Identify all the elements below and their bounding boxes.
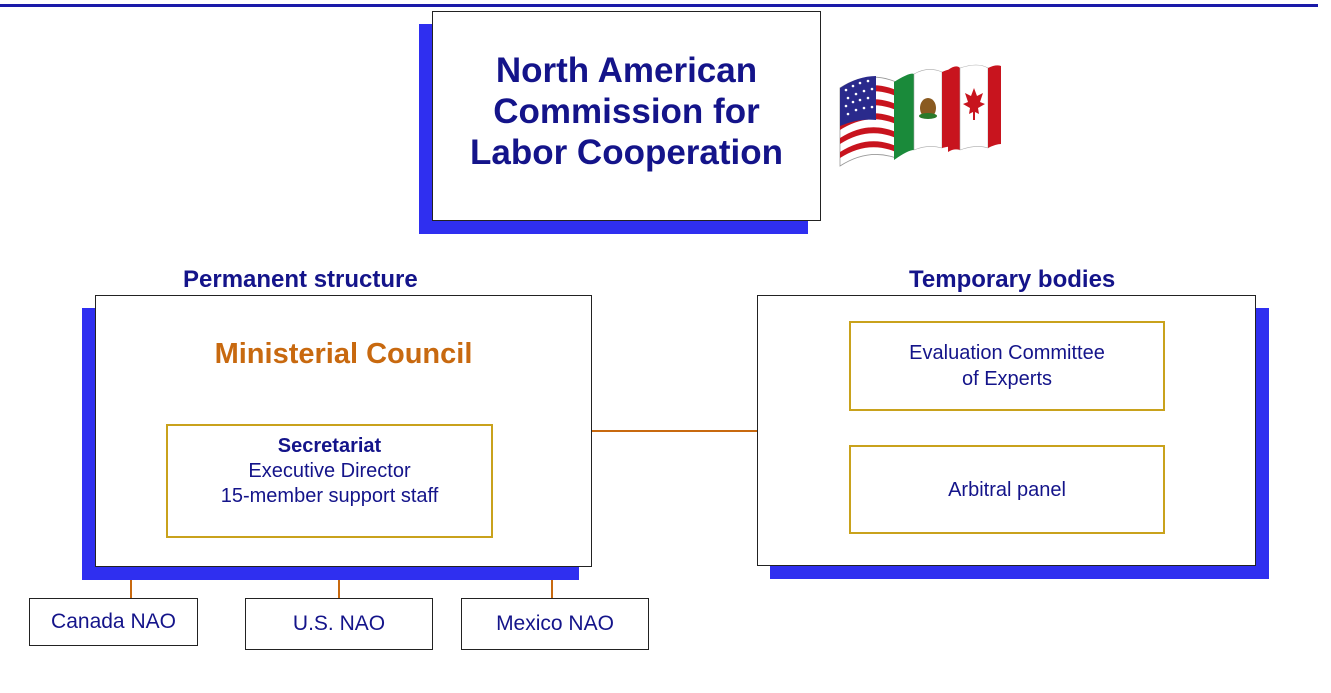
us-nao-label: U.S. NAO — [292, 612, 386, 635]
top-rule — [0, 4, 1318, 7]
mexico-nao-label: Mexico NAO — [496, 612, 614, 635]
permanent-box: Ministerial Council Secretariat Executiv… — [95, 295, 592, 567]
arbitral-panel-box: Arbitral panel — [849, 445, 1165, 534]
evaluation-committee-box: Evaluation Committee of Experts — [849, 321, 1165, 411]
arbitral-panel-label: Arbitral panel — [948, 479, 1066, 501]
temporary-box: Evaluation Committee of Experts Arbitral… — [757, 295, 1256, 566]
flags-icon — [839, 64, 1001, 167]
permanent-structure-heading: Permanent structure — [183, 266, 418, 293]
commission-title-line3: Labor Cooperation — [469, 133, 784, 172]
mexico-nao-box: Mexico NAO — [461, 598, 649, 650]
evaluation-committee-line2: of Experts — [961, 368, 1053, 390]
us-nao-box: U.S. NAO — [245, 598, 433, 650]
us-flag-icon — [839, 76, 897, 167]
mexico-nao-connector — [551, 580, 553, 598]
us-nao-connector — [338, 580, 340, 598]
commission-title-line1: North American — [495, 51, 758, 90]
connector-line — [592, 430, 758, 432]
evaluation-committee-line1: Evaluation Committee — [909, 342, 1105, 364]
secretariat-box: Secretariat Executive Director 15-member… — [166, 424, 493, 538]
canada-nao-box: Canada NAO — [29, 598, 198, 646]
commission-title: North American Commission for Labor Coop… — [433, 50, 820, 173]
ministerial-council-label: Ministerial Council — [214, 338, 473, 370]
canada-flag-icon — [948, 64, 1001, 152]
canada-nao-label: Canada NAO — [51, 610, 176, 633]
secretariat-support-staff: 15-member support staff — [220, 485, 439, 507]
temporary-bodies-heading: Temporary bodies — [909, 266, 1116, 293]
secretariat-title: Secretariat — [277, 435, 382, 457]
commission-box: North American Commission for Labor Coop… — [432, 11, 821, 221]
canada-nao-connector — [130, 580, 132, 598]
secretariat-executive-director: Executive Director — [248, 460, 411, 482]
mexico-flag-icon — [894, 69, 956, 160]
commission-title-line2: Commission for — [493, 92, 760, 131]
